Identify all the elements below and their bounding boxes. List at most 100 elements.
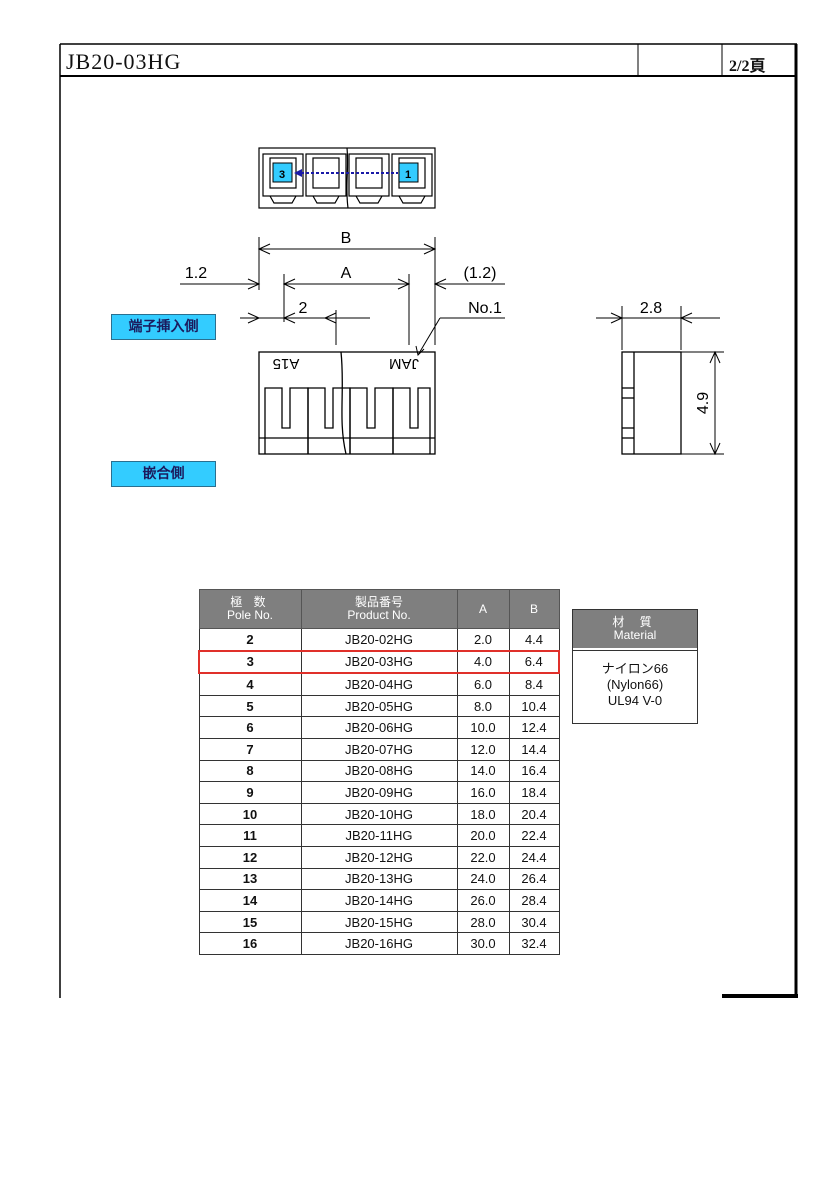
- terminal-1-label: 1: [405, 169, 411, 181]
- product-cell: JB20-16HG: [300, 932, 458, 955]
- product-cell: JB20-05HG: [300, 694, 458, 718]
- connector-front-view: [258, 351, 436, 455]
- product-cell: JB20-06HG: [300, 716, 458, 739]
- product-cell: JB20-04HG: [300, 672, 458, 696]
- terminal-3-label: 3: [279, 169, 285, 181]
- material-header-jp: 材 質: [612, 615, 658, 629]
- product-cell: JB20-12HG: [300, 845, 458, 869]
- header-product-jp: 製品番号: [354, 595, 403, 609]
- a-cell: 10.0: [456, 716, 510, 739]
- material-body: ナイロン66 (Nylon66) UL94 V-0: [573, 650, 697, 723]
- b-cell: 22.4: [508, 824, 560, 847]
- product-cell: JB20-10HG: [300, 802, 458, 826]
- mold-mark-jam: JAM: [389, 355, 419, 372]
- a-cell: 18.0: [456, 802, 510, 826]
- material-line-3: UL94 V-0: [607, 693, 663, 708]
- b-cell: 10.4: [508, 694, 560, 718]
- header-a: A: [456, 589, 510, 629]
- b-cell: 4.4: [508, 627, 560, 652]
- pole-cell: 4: [198, 672, 302, 696]
- header-product-en: Product No.: [347, 608, 411, 622]
- b-cell: 12.4: [508, 716, 560, 739]
- dim-pitch-label: 2: [299, 300, 308, 317]
- pole-cell: 3: [198, 649, 302, 675]
- material-line-2: (Nylon66): [606, 677, 664, 692]
- material-line-1: ナイロン66: [601, 661, 669, 676]
- document-title: JB20-03HG: [66, 49, 182, 74]
- a-cell: 12.0: [456, 737, 510, 761]
- b-cell: 24.4: [508, 845, 560, 869]
- product-cell: JB20-14HG: [300, 889, 458, 912]
- header-product: 製品番号 Product No.: [300, 589, 458, 629]
- b-cell: 20.4: [508, 802, 560, 826]
- dim-width-label: 2.8: [640, 300, 662, 317]
- a-cell: 24.0: [456, 867, 510, 891]
- dim-a-label: A: [341, 265, 352, 282]
- b-cell: 14.4: [508, 737, 560, 761]
- arrow-head-icon: [294, 169, 302, 177]
- header-pole: 極 数 Pole No.: [198, 589, 302, 629]
- terminal-1-marker: [398, 162, 419, 183]
- connector-side-view: [621, 351, 682, 455]
- dim-right-margin-label: (1.2): [464, 265, 497, 282]
- b-cell: 32.4: [508, 932, 560, 955]
- pole-cell: 10: [198, 802, 302, 826]
- pole-cell: 7: [198, 737, 302, 761]
- a-cell: 14.0: [456, 759, 510, 783]
- a-cell: 2.0: [456, 627, 510, 652]
- tag-insert-side: 端子挿入側: [111, 314, 216, 340]
- pole-cell: 11: [198, 824, 302, 847]
- pole-cell: 14: [198, 889, 302, 912]
- product-cell: JB20-15HG: [300, 910, 458, 934]
- a-cell: 30.0: [456, 932, 510, 955]
- tag-mating-side: 嵌合側: [111, 461, 216, 487]
- b-cell: 16.4: [508, 759, 560, 783]
- a-cell: 6.0: [456, 672, 510, 696]
- product-cell: JB20-02HG: [300, 627, 458, 652]
- dim-no1-label: No.1: [468, 300, 502, 317]
- a-cell: 4.0: [456, 649, 510, 675]
- page-number: 2/2頁: [729, 58, 766, 75]
- b-cell: 6.4: [508, 649, 560, 675]
- b-cell: 8.4: [508, 672, 560, 696]
- product-cell: JB20-09HG: [300, 781, 458, 804]
- a-cell: 8.0: [456, 694, 510, 718]
- a-cell: 20.0: [456, 824, 510, 847]
- pole-cell: 2: [198, 627, 302, 652]
- pole-cell: 9: [198, 781, 302, 804]
- pole-cell: 8: [198, 759, 302, 783]
- pole-cell: 12: [198, 845, 302, 869]
- a-cell: 22.0: [456, 845, 510, 869]
- product-cell: JB20-11HG: [300, 824, 458, 847]
- product-cell: JB20-03HG: [300, 649, 458, 675]
- header-pole-en: Pole No.: [226, 608, 274, 622]
- material-header: 材 質 Material: [573, 610, 697, 648]
- product-cell: JB20-07HG: [300, 737, 458, 761]
- mold-mark-a15: A15: [273, 355, 300, 372]
- pole-cell: 13: [198, 867, 302, 891]
- dim-b-label: B: [341, 230, 352, 247]
- dim-height-label: 4.9: [695, 392, 712, 414]
- b-cell: 30.4: [508, 910, 560, 934]
- b-cell: 26.4: [508, 867, 560, 891]
- a-cell: 26.0: [456, 889, 510, 912]
- header-pole-jp: 極 数: [230, 595, 270, 609]
- product-cell: JB20-13HG: [300, 867, 458, 891]
- a-cell: 16.0: [456, 781, 510, 804]
- pole-cell: 6: [198, 716, 302, 739]
